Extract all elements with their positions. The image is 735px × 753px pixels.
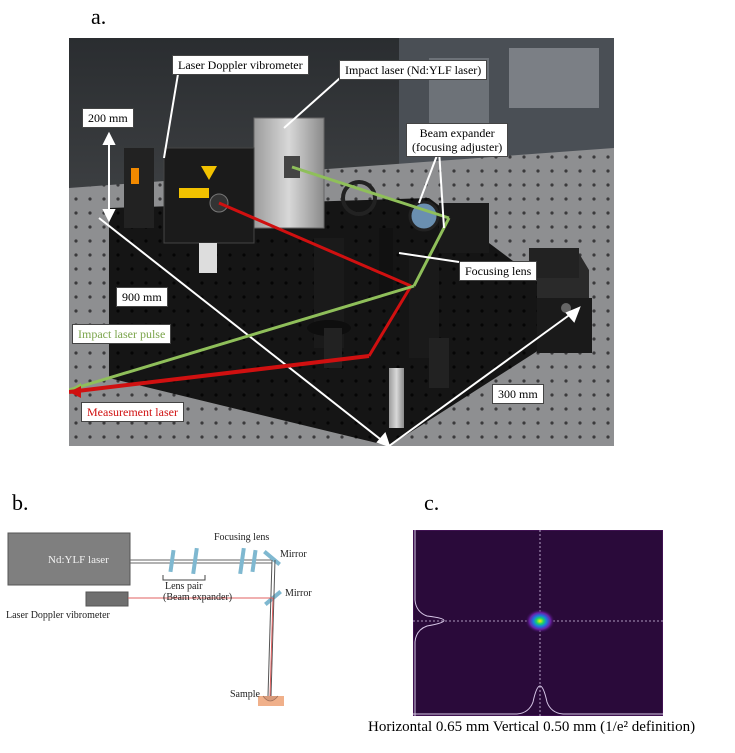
b-label-mirror-top: Mirror	[280, 549, 307, 560]
label-beam-expander: Beam expander (focusing adjuster)	[406, 123, 509, 157]
label-200mm: 200 mm	[82, 108, 134, 128]
b-label-ldv: Laser Doppler vibrometer	[6, 610, 110, 621]
label-300mm: 300 mm	[492, 384, 544, 404]
b-label-mirror-bottom: Mirror	[285, 588, 312, 599]
lens-pair-right	[191, 547, 199, 575]
b-label-sample: Sample	[230, 689, 260, 700]
b-label-focusing-lens: Focusing lens	[214, 532, 270, 543]
focusing-lens-2	[250, 549, 258, 573]
ldv-box	[85, 591, 129, 607]
b-label-nd-ylf: Nd:YLF laser	[48, 554, 109, 566]
focusing-lens-1	[238, 547, 246, 575]
impact-beam	[291, 165, 450, 220]
mirror-top-shape	[263, 550, 281, 566]
beam-expander-line1: Beam expander	[419, 126, 495, 140]
panel-b-letter: b.	[12, 490, 29, 515]
vertical-profile	[414, 530, 445, 716]
schematic-diagram	[7, 532, 284, 706]
label-vibrometer: Laser Doppler vibrometer	[172, 55, 309, 75]
panel-c-letter: c.	[424, 490, 440, 515]
breadboard	[109, 198, 589, 446]
b-label-lens-pair: Lens pair	[165, 581, 203, 592]
beam-expander-line2: (focusing adjuster)	[412, 140, 503, 154]
label-900mm: 900 mm	[116, 287, 168, 307]
label-impact-laser: Impact laser (Nd:YLF laser)	[339, 60, 488, 80]
measurement-beam	[218, 201, 412, 288]
beam-profile-image	[413, 530, 663, 716]
lens-pair-left	[168, 549, 176, 573]
panel-a-letter: a.	[91, 4, 107, 29]
label-focusing-lens: Focusing lens	[459, 261, 538, 281]
b-label-beam-expander: (Beam expander)	[163, 592, 233, 603]
nd-ylf-box	[7, 532, 131, 586]
beam-profile-caption: Horizontal 0.65 mm Vertical 0.50 mm (1/e…	[368, 719, 696, 735]
label-impact-pulse: Impact laser pulse	[72, 324, 172, 344]
horizontal-profile	[413, 685, 663, 715]
laser-spot	[525, 609, 555, 633]
setup-photo	[69, 38, 614, 446]
label-measurement-laser: Measurement laser	[81, 402, 184, 422]
